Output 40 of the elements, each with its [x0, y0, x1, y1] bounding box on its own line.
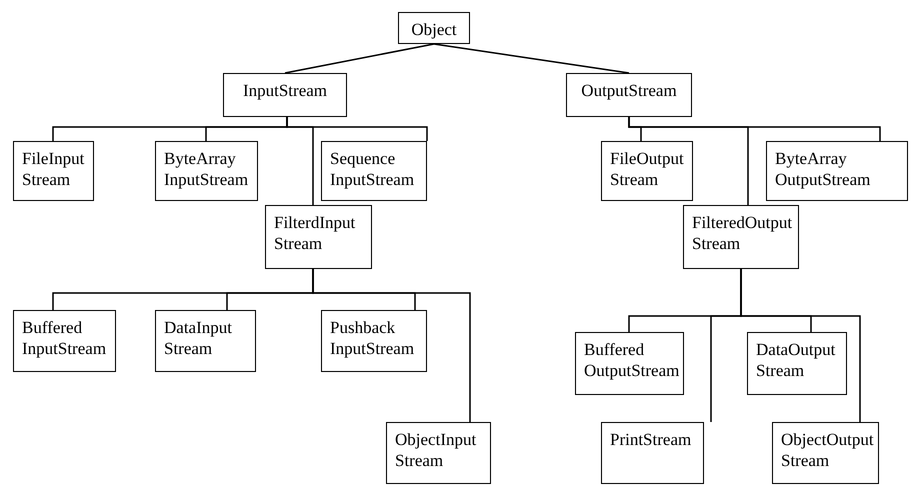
- class-name: FileInput Stream: [22, 148, 85, 190]
- class-box: [398, 12, 470, 44]
- class-box: [566, 73, 692, 117]
- class-box: [601, 141, 693, 201]
- class-name: OutputStream: [580, 80, 678, 101]
- class-box: [321, 310, 427, 372]
- class-name: FileOutput Stream: [610, 148, 684, 190]
- class-box: [601, 422, 704, 484]
- class-box: [575, 332, 684, 395]
- connector-line: [740, 269, 861, 422]
- class-box: [265, 205, 372, 269]
- class-box: [223, 73, 347, 117]
- class-box: [766, 141, 908, 201]
- class-box: [321, 141, 427, 201]
- class-name: Object: [410, 19, 458, 40]
- class-name: ByteArray InputStream: [164, 148, 249, 190]
- class-box: [13, 310, 116, 372]
- class-name: Buffered InputStream: [22, 317, 107, 359]
- class-name: InputStream: [242, 80, 328, 101]
- class-box: [747, 332, 847, 395]
- connector-line: [628, 117, 881, 141]
- class-name: PrintStream: [610, 429, 692, 450]
- class-name: FilterdInput Stream: [274, 212, 356, 254]
- connector-line: [286, 117, 314, 205]
- class-box: [772, 422, 879, 484]
- class-name: Sequence InputStream: [330, 148, 416, 190]
- connector-line: [284, 43, 434, 74]
- class-box: [155, 141, 258, 201]
- class-name: ByteArray OutputStream: [775, 148, 872, 190]
- class-box: [386, 422, 491, 484]
- class-name: DataInput Stream: [164, 317, 233, 359]
- class-name: DataOutput Stream: [756, 339, 836, 381]
- class-box: [13, 141, 94, 201]
- class-box: [683, 205, 799, 269]
- connector-line: [312, 269, 471, 422]
- class-box: [155, 310, 256, 372]
- connector-line: [434, 43, 630, 74]
- class-name: ObjectInput Stream: [395, 429, 478, 471]
- class-name: Pushback InputStream: [330, 317, 416, 359]
- class-name: FilteredOutput Stream: [692, 212, 790, 254]
